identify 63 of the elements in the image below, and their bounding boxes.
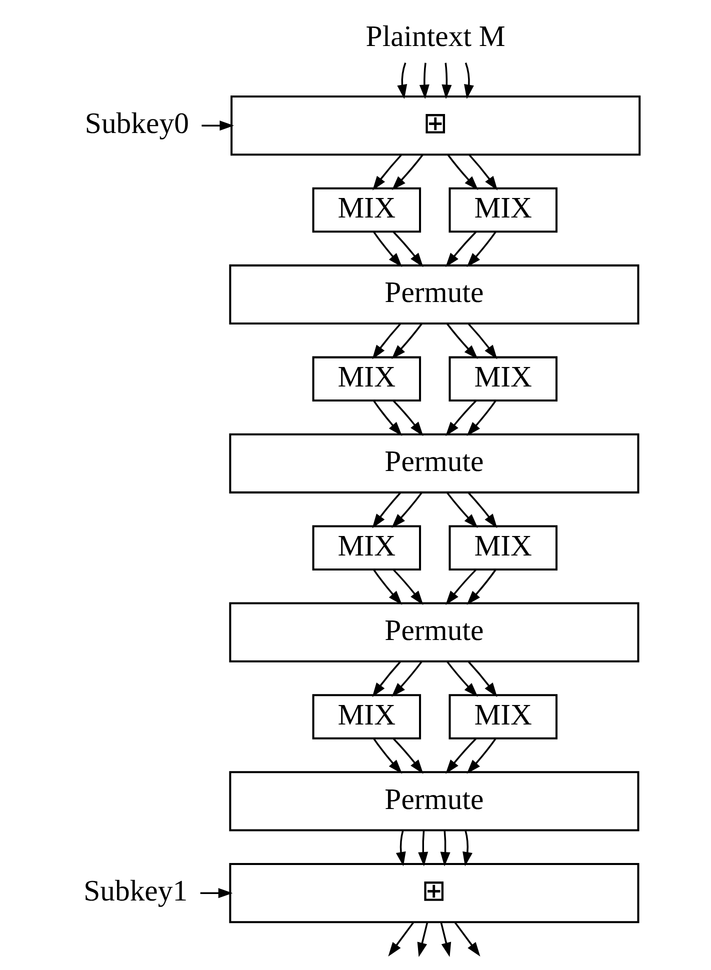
node-box: ⊞ bbox=[229, 863, 640, 924]
node-box: MIX bbox=[312, 525, 422, 570]
arrow bbox=[372, 661, 401, 698]
arrow bbox=[446, 231, 477, 268]
arrow bbox=[372, 492, 401, 528]
arrow bbox=[392, 323, 422, 360]
arrow bbox=[202, 120, 234, 131]
arrow bbox=[468, 154, 498, 190]
node-box: MIX bbox=[448, 694, 558, 740]
node-box: ⊞ bbox=[230, 96, 641, 156]
arrow bbox=[446, 738, 477, 774]
arrow bbox=[468, 661, 498, 698]
arrow bbox=[373, 232, 402, 268]
arrow bbox=[397, 62, 408, 99]
arrow bbox=[372, 323, 401, 360]
arrow bbox=[392, 738, 424, 774]
arrow bbox=[446, 661, 478, 697]
arrow bbox=[468, 323, 498, 360]
node-box: MIX bbox=[312, 356, 422, 402]
arrow bbox=[442, 62, 452, 100]
node-box: MIX bbox=[312, 694, 422, 740]
arrow bbox=[468, 492, 498, 528]
node-box: Permute bbox=[229, 771, 640, 832]
arrow bbox=[373, 400, 402, 436]
arrow bbox=[446, 492, 478, 528]
node-text: Plaintext M bbox=[366, 20, 506, 53]
node-text: Subkey1 bbox=[84, 876, 188, 908]
arrow bbox=[372, 154, 402, 190]
arrow bbox=[392, 154, 424, 190]
node-box: Permute bbox=[229, 602, 640, 662]
arrow bbox=[446, 400, 477, 436]
arrow bbox=[373, 738, 402, 774]
arrow bbox=[417, 922, 428, 957]
arrow bbox=[466, 569, 496, 605]
arrow bbox=[419, 62, 430, 100]
arrow bbox=[392, 569, 424, 605]
arrow bbox=[464, 62, 474, 99]
node-box: MIX bbox=[312, 187, 422, 233]
arrow bbox=[392, 400, 424, 436]
arrow bbox=[466, 738, 496, 774]
node-box: MIX bbox=[448, 187, 558, 233]
arrow bbox=[466, 400, 496, 436]
arrow bbox=[200, 888, 233, 898]
arrow bbox=[440, 830, 450, 866]
arrow bbox=[446, 323, 478, 360]
node-text: Subkey0 bbox=[84, 108, 189, 140]
arrow bbox=[388, 922, 414, 956]
arrow bbox=[454, 922, 480, 956]
node-box: Permute bbox=[229, 264, 640, 325]
arrow bbox=[392, 231, 424, 268]
arrow bbox=[466, 232, 496, 268]
arrow bbox=[396, 830, 406, 866]
arrow bbox=[418, 830, 428, 866]
arrow bbox=[392, 661, 422, 697]
arrow bbox=[392, 492, 422, 528]
node-box: MIX bbox=[448, 525, 558, 570]
node-box: MIX bbox=[448, 356, 558, 402]
arrow bbox=[462, 830, 472, 866]
node-box: Permute bbox=[229, 433, 640, 494]
arrow bbox=[440, 922, 452, 957]
arrow bbox=[373, 569, 402, 605]
arrow bbox=[447, 154, 478, 190]
arrow bbox=[446, 569, 477, 605]
